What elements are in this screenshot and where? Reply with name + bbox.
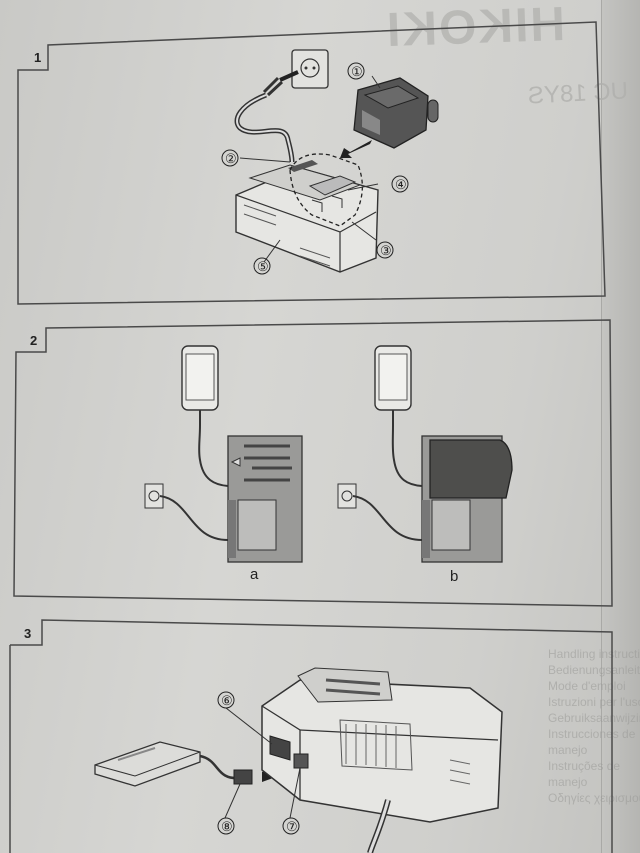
plug-arrow-icon [279, 70, 299, 82]
callout-4: ④ [391, 175, 409, 193]
figure-1-number: 1 [34, 50, 42, 65]
variant-b-label: b [450, 568, 459, 585]
svg-text:④: ④ [395, 177, 407, 192]
callout-8: ⑧ [217, 817, 235, 835]
battery-mount-highlight [289, 153, 363, 227]
svg-text:②: ② [225, 151, 237, 166]
figure-3-number: 3 [24, 626, 32, 641]
show-through-text: Handling instructions Bedienungsanleitun… [548, 647, 640, 805]
svg-text:①: ① [351, 64, 363, 79]
power-bank-icon [94, 741, 201, 787]
svg-text:⑤: ⑤ [257, 259, 269, 274]
svg-text:③: ③ [380, 243, 392, 258]
usb-charger-with-battery-icon [421, 435, 513, 563]
figure-2-number: 2 [30, 333, 38, 348]
svg-text:⑥: ⑥ [221, 693, 233, 708]
page-edge [601, 0, 640, 853]
callout-5: ⑤ [253, 257, 271, 275]
smartphone-icon [181, 345, 219, 411]
wall-outlet-icon [291, 49, 329, 89]
svg-text:⑧: ⑧ [221, 819, 233, 834]
callout-1: ① [347, 62, 365, 80]
wall-outlet-icon [144, 483, 164, 509]
charger-icon [261, 667, 503, 823]
insert-arrow-icon [340, 140, 372, 158]
callout-3: ③ [376, 241, 394, 259]
usb-charger-icon [227, 435, 303, 563]
callout-7: ⑦ [282, 817, 300, 835]
callout-2: ② [221, 149, 239, 167]
variant-a-label: a [250, 566, 259, 583]
usb-plug-icon [233, 769, 253, 785]
callout-6: ⑥ [217, 691, 235, 709]
battery-pack-icon [353, 77, 439, 149]
svg-text:⑦: ⑦ [286, 819, 298, 834]
